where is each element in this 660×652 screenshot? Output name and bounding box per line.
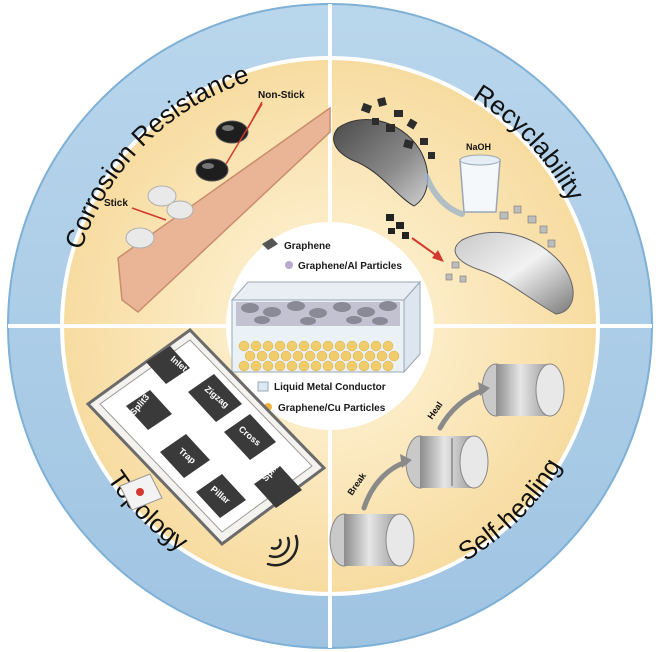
liquid-metal-symbol xyxy=(257,381,269,392)
cylinder-broken xyxy=(329,513,415,567)
tank-top xyxy=(230,281,422,301)
label-naoh: NaOH xyxy=(466,142,491,152)
cu-layer xyxy=(238,340,400,372)
dissolve-arrow xyxy=(423,173,465,217)
label-stick: Stick xyxy=(104,198,128,209)
legend-liquid-metal: Liquid Metal Conductor xyxy=(274,382,386,393)
droplet-light-3 xyxy=(125,227,155,249)
center-legend: Graphene Graphene/Al Particles xyxy=(230,238,422,414)
break-arrow xyxy=(361,459,409,511)
droplet-dark-2 xyxy=(195,158,229,182)
graphene-symbol xyxy=(262,238,278,250)
tank-side xyxy=(403,280,421,374)
chip-cross: Cross xyxy=(224,414,276,460)
al-particle-symbol xyxy=(285,261,293,269)
legend-graphene: Graphene xyxy=(284,241,331,252)
naoh-beaker xyxy=(459,159,501,213)
substrate-plate xyxy=(117,106,331,313)
corrosion-panel: Non-Stick Stick xyxy=(104,90,331,313)
droplet-dark-1 xyxy=(215,120,249,144)
wireless-signal-icon xyxy=(266,534,299,567)
nonstick-pointer-2 xyxy=(225,103,263,165)
cylinder-healing xyxy=(405,435,489,489)
chip-trap: Trap xyxy=(160,434,210,478)
graphene-flakes-top xyxy=(360,97,435,159)
legend-graphene-al: Graphene/Al Particles xyxy=(298,261,402,272)
stick-pointer xyxy=(131,207,167,221)
al-layer xyxy=(236,301,400,326)
chip-zigzag: Zigzag xyxy=(188,374,242,422)
topology-panel: Inlet Zigzag Split3 Cross Trap Pillar Sp… xyxy=(85,328,327,567)
chip-pillar: Pillar xyxy=(196,474,246,518)
recyclability-panel: NaOH xyxy=(333,97,574,315)
graphene-flakes-recovered xyxy=(386,214,409,239)
legend-graphene-cu: Graphene/Cu Particles xyxy=(278,403,386,414)
label-non-stick: Non-Stick xyxy=(258,90,305,101)
droplet-light-2 xyxy=(166,200,194,220)
metal-blob-dark xyxy=(333,118,429,207)
droplet-light-1 xyxy=(147,185,177,207)
cylinder-healed xyxy=(481,363,565,417)
metal-blob-silver xyxy=(454,231,574,315)
al-flakes-recovered xyxy=(445,205,556,283)
